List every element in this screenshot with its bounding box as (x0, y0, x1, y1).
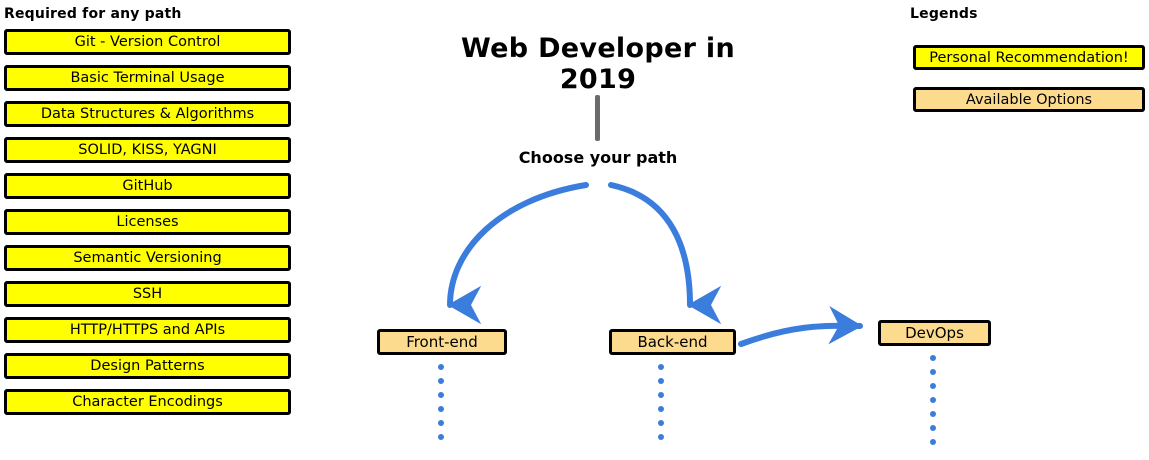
required-item-label: Git - Version Control (74, 33, 221, 50)
required-section-heading: Required for any path (4, 6, 182, 22)
required-item[interactable]: Character Encodings (4, 389, 291, 415)
dot (930, 355, 936, 361)
dot (438, 392, 444, 398)
required-item[interactable]: HTTP/HTTPS and APIs (4, 317, 291, 343)
legend-item-label: Available Options (965, 91, 1093, 108)
dot (438, 364, 444, 370)
required-item[interactable]: Design Patterns (4, 353, 291, 379)
required-item[interactable]: Semantic Versioning (4, 245, 291, 271)
dot (658, 420, 664, 426)
legend-item-label: Personal Recommendation! (929, 49, 1129, 66)
title-stem-line (595, 95, 600, 141)
required-item-label: Design Patterns (90, 357, 205, 374)
required-item-label: Semantic Versioning (73, 249, 222, 266)
dot (658, 364, 664, 370)
dot-column-back-end (658, 364, 665, 448)
page-title: Web Developer in 2019 (461, 33, 735, 95)
required-items-list: Git - Version Control Basic Terminal Usa… (4, 29, 291, 425)
legend-item-available-options: Available Options (913, 87, 1145, 112)
choose-your-path-label: Choose your path (518, 148, 678, 167)
legends-section-heading: Legends (910, 6, 978, 22)
required-item-label: Licenses (116, 213, 179, 230)
dot (438, 378, 444, 384)
required-item[interactable]: SOLID, KISS, YAGNI (4, 137, 291, 163)
dot (930, 369, 936, 375)
dot (438, 420, 444, 426)
path-box-label: DevOps (905, 324, 964, 342)
path-box-label: Back-end (637, 333, 708, 351)
dot (438, 406, 444, 412)
required-item-label: HTTP/HTTPS and APIs (69, 321, 226, 338)
dot (658, 434, 664, 440)
dot-column-front-end (438, 364, 445, 448)
dot (930, 397, 936, 403)
arrow-backend-to-devops (738, 306, 863, 347)
required-item-label: SOLID, KISS, YAGNI (78, 141, 217, 158)
required-item[interactable]: GitHub (4, 173, 291, 199)
path-box-label: Front-end (406, 333, 478, 351)
required-item[interactable]: Data Structures & Algorithms (4, 101, 291, 127)
dot (658, 406, 664, 412)
dot (438, 434, 444, 440)
path-box-front-end[interactable]: Front-end (377, 329, 507, 355)
required-item-label: Character Encodings (72, 393, 223, 410)
legend-item-personal-recommendation: Personal Recommendation! (913, 45, 1145, 70)
required-item[interactable]: Licenses (4, 209, 291, 235)
arrow-to-back-end (608, 182, 722, 325)
arrow-to-front-end (447, 182, 589, 325)
path-box-back-end[interactable]: Back-end (609, 329, 736, 355)
required-item-label: GitHub (122, 177, 173, 194)
required-item-label: SSH (132, 285, 163, 302)
required-item-label: Basic Terminal Usage (70, 69, 225, 86)
required-item[interactable]: Git - Version Control (4, 29, 291, 55)
dot (930, 425, 936, 431)
dot (930, 439, 936, 445)
path-box-devops[interactable]: DevOps (878, 320, 991, 346)
dot-column-devops (930, 355, 937, 453)
required-item[interactable]: Basic Terminal Usage (4, 65, 291, 91)
dot (658, 378, 664, 384)
dot (930, 383, 936, 389)
dot (930, 411, 936, 417)
required-item-label: Data Structures & Algorithms (40, 105, 255, 122)
dot (658, 392, 664, 398)
required-item[interactable]: SSH (4, 281, 291, 307)
